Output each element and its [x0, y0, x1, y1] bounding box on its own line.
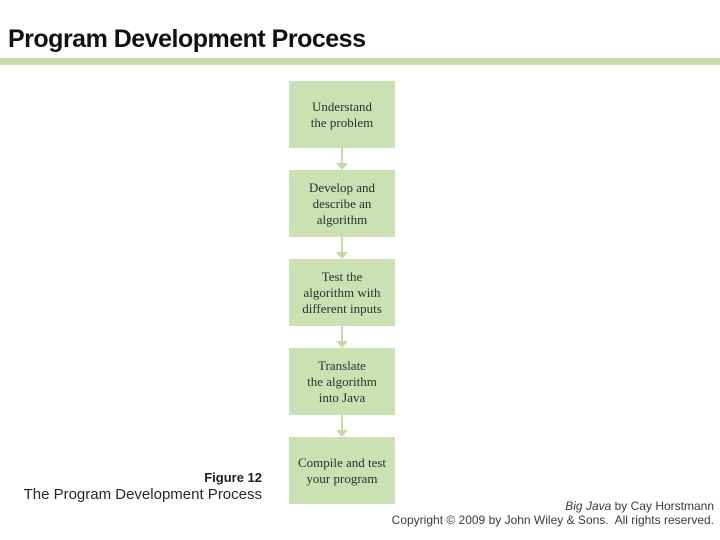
- arrow-stem: [341, 415, 343, 431]
- figure-caption-block: Figure 12 The Program Development Proces…: [0, 470, 262, 504]
- flowchart-step-test: Test the algorithm with different inputs: [289, 259, 395, 326]
- arrow-head: [336, 163, 348, 170]
- arrow-stem: [341, 237, 343, 253]
- flowchart-step-compile: Compile and test your program: [289, 437, 395, 504]
- title-divider-bar: [0, 58, 720, 65]
- arrow-head: [336, 252, 348, 259]
- book-attribution: Big Java by Cay Horstmann: [392, 499, 714, 513]
- down-arrow-icon: [289, 415, 395, 437]
- book-byline: by Cay Horstmann: [611, 499, 714, 513]
- figure-caption: The Program Development Process: [23, 486, 262, 503]
- down-arrow-icon: [289, 326, 395, 348]
- arrow-head: [336, 341, 348, 348]
- arrow-head: [336, 430, 348, 437]
- down-arrow-icon: [289, 237, 395, 259]
- arrow-stem: [341, 148, 343, 164]
- flowchart-step-translate: Translate the algorithm into Java: [289, 348, 395, 415]
- down-arrow-icon: [289, 148, 395, 170]
- flowchart-step-understand: Understand the problem: [289, 81, 395, 148]
- flowchart-step-develop: Develop and describe an algorithm: [289, 170, 395, 237]
- copyright-footer: Big Java by Cay Horstmann Copyright © 20…: [392, 499, 714, 527]
- flowchart-figure: Understand the problem Develop and descr…: [289, 81, 395, 504]
- copyright-notice: Copyright © 2009 by John Wiley & Sons. A…: [391, 513, 714, 527]
- book-title: Big Java: [565, 499, 612, 513]
- figure-label: Figure 12: [204, 470, 262, 485]
- slide-title: Program Development Process: [8, 25, 366, 53]
- arrow-stem: [341, 326, 343, 342]
